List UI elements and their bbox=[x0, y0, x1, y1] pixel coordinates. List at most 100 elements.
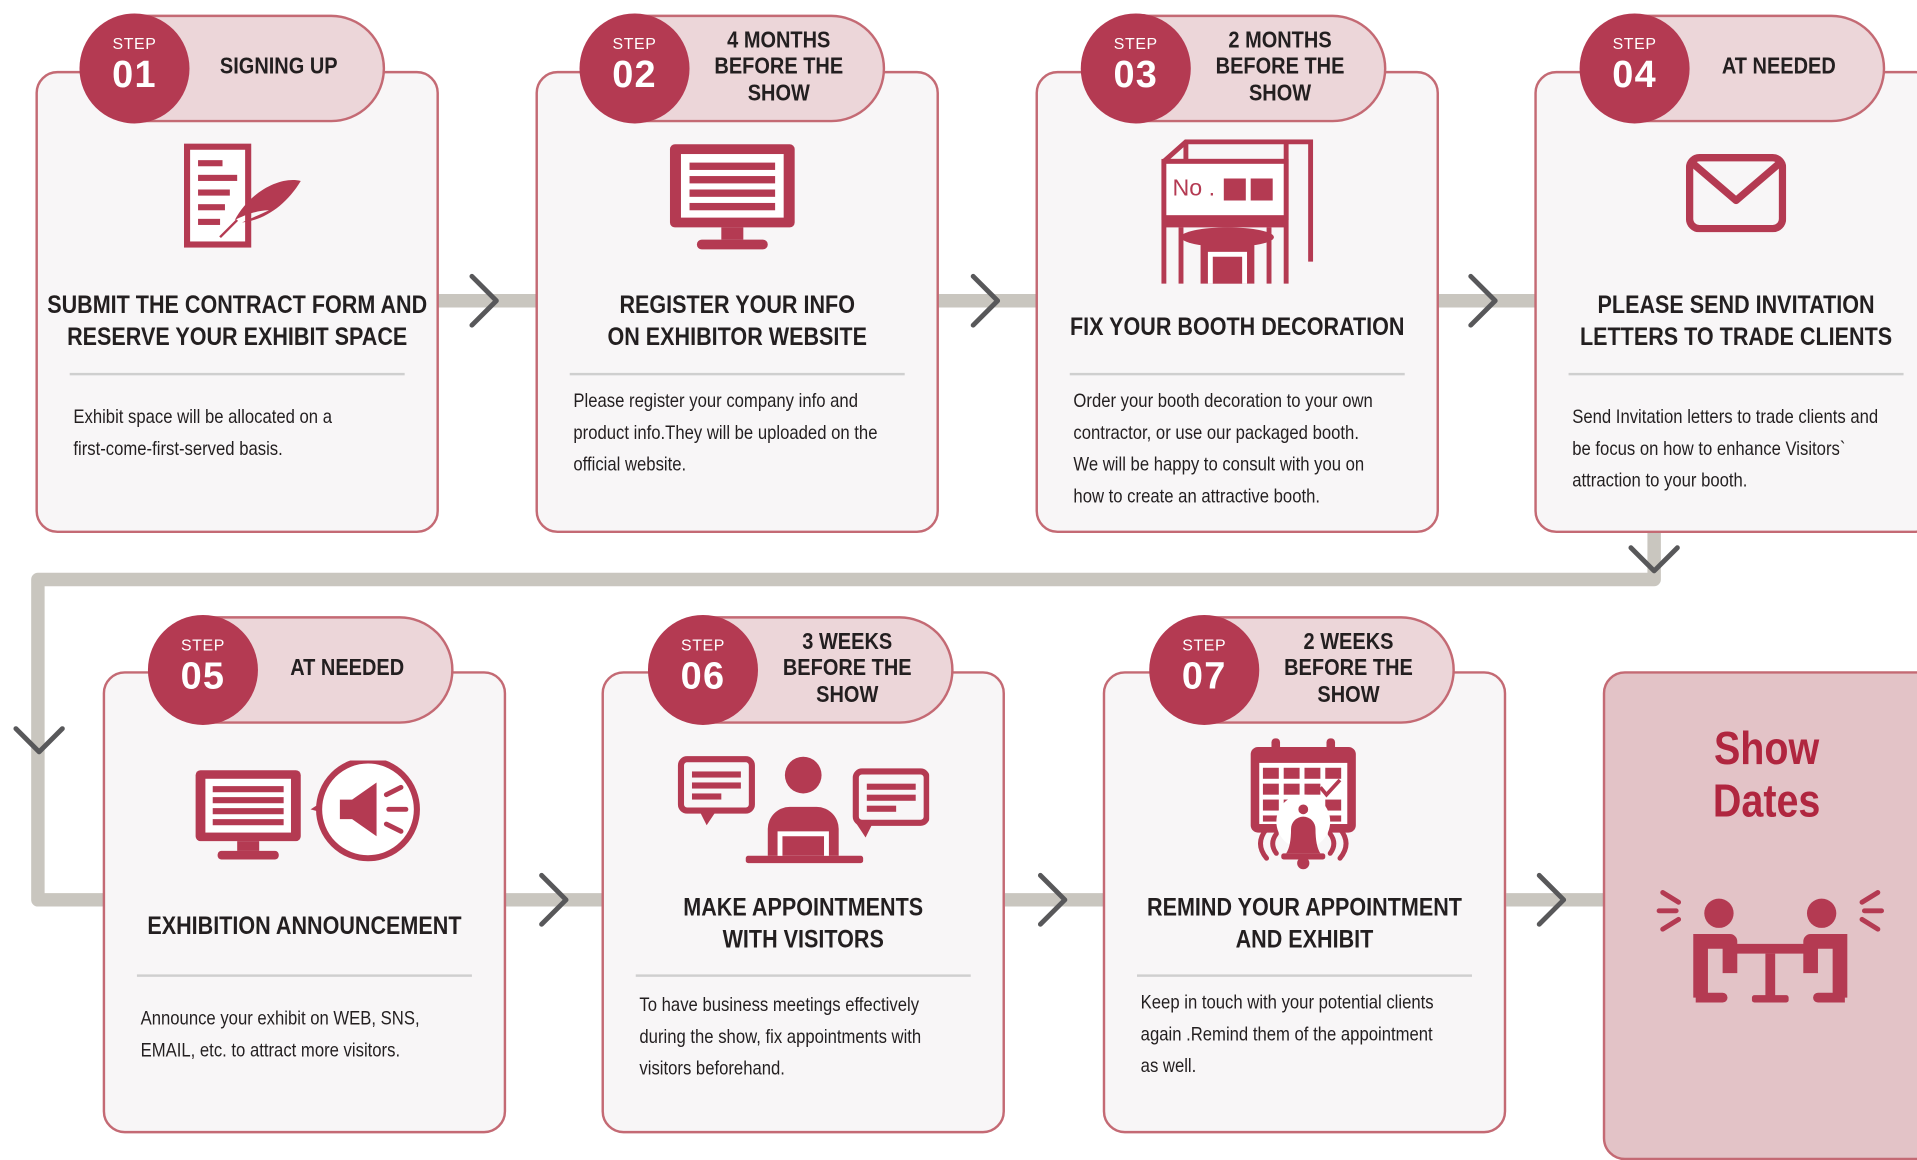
envelope-icon bbox=[1685, 154, 1787, 238]
step-label: STEP bbox=[612, 34, 657, 53]
arrow-1 bbox=[469, 273, 499, 328]
step-timing: SIGNING UP bbox=[206, 54, 351, 80]
step-description-line: product info.They will be uploaded on th… bbox=[573, 423, 878, 444]
step-heading: REMIND YOUR APPOINTMENT bbox=[1147, 893, 1462, 922]
step-timing-line: BEFORE THE bbox=[1284, 655, 1413, 682]
step-description-line: We will be happy to consult with you on bbox=[1073, 454, 1365, 476]
step-timing-line: SHOW bbox=[1248, 80, 1312, 107]
arrow-7 bbox=[1037, 872, 1068, 927]
step-label: STEP bbox=[1182, 635, 1227, 655]
step-timing: AT NEEDED bbox=[1706, 54, 1851, 80]
step-description-line: again .Remind them of the appointment bbox=[1140, 1024, 1433, 1046]
step-card-04 bbox=[1534, 70, 1917, 534]
arrow-8 bbox=[1536, 872, 1567, 927]
step-number: 02 bbox=[612, 52, 657, 96]
step-description-line: Send Invitation letters to trade clients… bbox=[1572, 407, 1879, 428]
step-timing-line: SHOW bbox=[1317, 681, 1380, 708]
step-timing-line: 4 MONTHS bbox=[727, 27, 831, 54]
step-description-line: contractor, or use our packaged booth. bbox=[1073, 423, 1359, 444]
svg-text:No .: No . bbox=[1172, 175, 1215, 201]
step-timing-line: 3 WEEKS bbox=[802, 629, 893, 655]
step-heading: AND EXHIBIT bbox=[1235, 925, 1374, 954]
step-timing-line: AT NEEDED bbox=[1721, 54, 1836, 80]
step-heading: EXHIBITION ANNOUNCEMENT bbox=[147, 912, 462, 941]
divider bbox=[1069, 372, 1405, 376]
step-timing-line: 2 WEEKS bbox=[1303, 629, 1394, 655]
show-dates-card bbox=[1602, 671, 1917, 1160]
step-label: STEP bbox=[180, 635, 225, 655]
arrow-3 bbox=[1468, 273, 1498, 328]
arrow-4-down bbox=[1628, 545, 1680, 574]
step-number: 07 bbox=[1181, 654, 1227, 697]
step-number: 04 bbox=[1612, 52, 1657, 96]
step-label: STEP bbox=[112, 34, 157, 53]
step-timing-line: SHOW bbox=[747, 80, 810, 107]
step-heading: MAKE APPOINTMENTS bbox=[683, 893, 924, 922]
step-description-line: To have business meetings effectively bbox=[639, 995, 920, 1016]
step-timing: AT NEEDED bbox=[275, 656, 420, 682]
step-timing-line: SIGNING UP bbox=[219, 54, 338, 80]
step-timing-line: BEFORE THE bbox=[714, 54, 844, 80]
step-description-line: be focus on how to enhance Visitors` bbox=[1572, 438, 1846, 460]
step-heading: REGISTER YOUR INFO bbox=[619, 290, 855, 320]
arrow-2 bbox=[970, 273, 1001, 328]
step-timing-line: BEFORE THE bbox=[1215, 54, 1345, 80]
step-timing-line: AT NEEDED bbox=[290, 655, 405, 682]
step-number: 01 bbox=[112, 52, 157, 96]
step-description-line: first-come-first-served basis. bbox=[73, 438, 283, 460]
divider bbox=[1136, 974, 1472, 977]
step-description-line: visitors beforehand. bbox=[639, 1058, 785, 1080]
arrow-5-down bbox=[13, 726, 65, 755]
divider bbox=[1568, 372, 1904, 376]
step-description-line: Keep in touch with your potential client… bbox=[1140, 992, 1434, 1014]
show-dates-title: Show Dates bbox=[1712, 723, 1821, 828]
booth-icon: No . bbox=[1159, 139, 1315, 292]
step-label: STEP bbox=[680, 635, 725, 655]
step-card-03 bbox=[1035, 70, 1439, 534]
step-description-line: Announce your exhibit on WEB, SNS, bbox=[140, 1008, 420, 1030]
meeting-icon bbox=[1656, 890, 1884, 1003]
step-description-line: how to create an attractive booth. bbox=[1073, 486, 1321, 508]
step-heading: LETTERS TO TRADE CLIENTS bbox=[1579, 322, 1893, 351]
step-label: STEP bbox=[1612, 34, 1657, 53]
divider bbox=[569, 372, 905, 376]
monitor-megaphone-icon bbox=[193, 757, 425, 874]
divider bbox=[69, 372, 405, 376]
step-heading: PLEASE SEND INVITATION bbox=[1597, 290, 1875, 320]
step-heading: WITH VISITORS bbox=[722, 925, 884, 954]
monitor-icon bbox=[668, 142, 798, 261]
step-description-line: Exhibit space will be allocated on a bbox=[73, 407, 332, 428]
arrow-6 bbox=[539, 872, 569, 927]
step-heading: RESERVE YOUR EXHIBIT SPACE bbox=[67, 322, 408, 351]
contract-signing-icon bbox=[183, 142, 305, 258]
step-description-line: EMAIL, etc. to attract more visitors. bbox=[140, 1040, 401, 1062]
step-card-05 bbox=[102, 671, 507, 1134]
step-heading: ON EXHIBITOR WEBSITE bbox=[607, 322, 867, 351]
step-timing-line: BEFORE THE bbox=[782, 655, 912, 682]
step-timing-line: 2 MONTHS bbox=[1228, 27, 1332, 54]
step-heading: FIX YOUR BOOTH DECORATION bbox=[1069, 312, 1405, 342]
divider bbox=[635, 974, 971, 977]
step-number: 06 bbox=[680, 654, 726, 697]
calendar-bell-icon bbox=[1245, 736, 1362, 879]
step-description-line: Order your booth decoration to your own bbox=[1073, 391, 1373, 413]
step-description-line: during the show, fix appointments with bbox=[639, 1026, 922, 1048]
divider bbox=[136, 974, 472, 977]
step-label: STEP bbox=[1113, 34, 1158, 53]
step-number: 03 bbox=[1113, 52, 1159, 96]
person-chat-icon bbox=[677, 756, 930, 879]
step-timing-line: SHOW bbox=[816, 681, 879, 708]
step-heading: SUBMIT THE CONTRACT FORM AND bbox=[47, 290, 428, 320]
connector-lines bbox=[13, 273, 1680, 927]
